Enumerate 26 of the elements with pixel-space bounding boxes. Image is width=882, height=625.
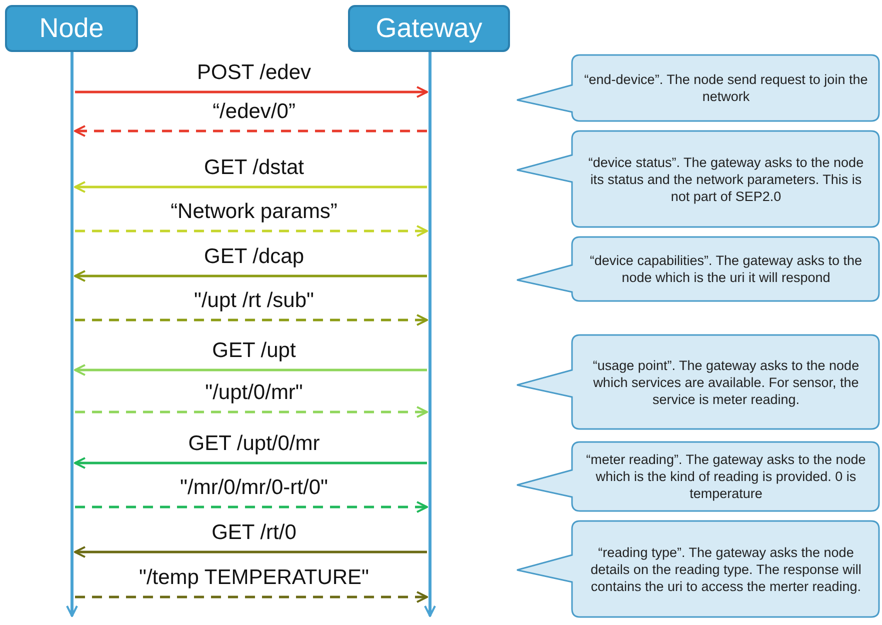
message-arrow <box>74 546 427 558</box>
message-arrow <box>74 364 427 376</box>
note-text: “reading type”. The gateway asks the node details on the reading type. The response will contains the uri to access the merter reading. <box>590 544 862 594</box>
message-arrow <box>74 125 427 137</box>
lifeline-header: Node <box>5 5 138 52</box>
note-text: “end-device”. The node send request to join the network <box>583 71 869 105</box>
message-arrow <box>75 591 428 603</box>
speech-bubble <box>516 520 880 618</box>
speech-bubble <box>516 54 880 122</box>
message-arrow <box>75 314 428 326</box>
message-arrow <box>75 406 428 418</box>
message-arrow <box>74 181 427 193</box>
message-arrow <box>74 270 427 282</box>
speech-bubble <box>516 130 880 228</box>
message-arrow <box>75 225 428 237</box>
speech-bubble <box>516 334 880 430</box>
message-arrow <box>75 501 428 513</box>
note-text: “device status”. The gateway asks to the node its status and the network parameters. This is not part of SEP2.0 <box>587 154 865 204</box>
speech-bubble <box>516 441 880 512</box>
note-text: “device capabilities”. The gateway asks to the node which is the uri it will respond <box>588 252 864 286</box>
note-text: “meter reading”. The gateway asks to the node which is the kind of reading is provided. 0 is temperature <box>585 451 867 502</box>
note-text: “usage point”. The gateway asks to the node which services are available. For sensor, the service is meter reading. <box>592 356 860 408</box>
message-arrow <box>74 457 427 469</box>
message-arrow <box>75 86 428 98</box>
speech-bubble <box>516 236 880 302</box>
lifeline-header: Gateway <box>348 5 510 52</box>
